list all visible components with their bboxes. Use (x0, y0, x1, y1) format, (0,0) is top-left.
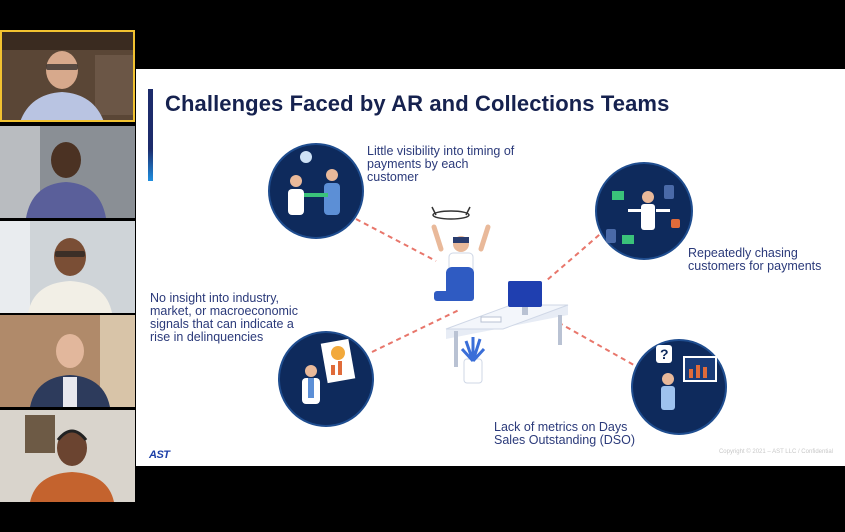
callout-market-signals: No insight into industry, market, or mac… (150, 291, 298, 344)
participant-video-3 (0, 221, 135, 313)
chasing-customers-icon (595, 162, 693, 260)
participant-video-5 (0, 410, 135, 502)
connector-lines (355, 218, 642, 370)
participant-tile-3[interactable] (0, 221, 135, 313)
participant-tile-2[interactable] (0, 126, 135, 218)
presentation-slide: Challenges Faced by AR and Collections T… (136, 69, 845, 466)
copyright-notice: Copyright © 2021 – AST LLC / Confidentia… (718, 449, 833, 455)
participant-tile-1[interactable] (0, 30, 135, 122)
slide-title: Challenges Faced by AR and Collections T… (165, 91, 670, 116)
callout-chasing-payments: Repeatedly chasing customers for payment… (688, 246, 822, 273)
market-signals-icon (278, 331, 374, 427)
desk-scene-illustration (431, 206, 569, 384)
participant-video-4 (0, 315, 135, 407)
slide-illustration: ? (268, 143, 727, 435)
company-logo: AST (149, 449, 170, 461)
metrics-question-icon: ? (631, 339, 727, 435)
callout-dso-metrics: Lack of metrics on Days Sales Outstandin… (494, 420, 636, 447)
participant-video-1 (0, 30, 135, 122)
participant-video-2 (0, 126, 135, 218)
svg-text:?: ? (660, 346, 669, 362)
title-accent-bar (148, 89, 153, 181)
handshake-icon (268, 143, 364, 239)
participant-tile-5[interactable] (0, 410, 135, 502)
participant-tile-4[interactable] (0, 315, 135, 407)
callout-payment-visibility: Little visibility into timing of payment… (367, 144, 515, 184)
